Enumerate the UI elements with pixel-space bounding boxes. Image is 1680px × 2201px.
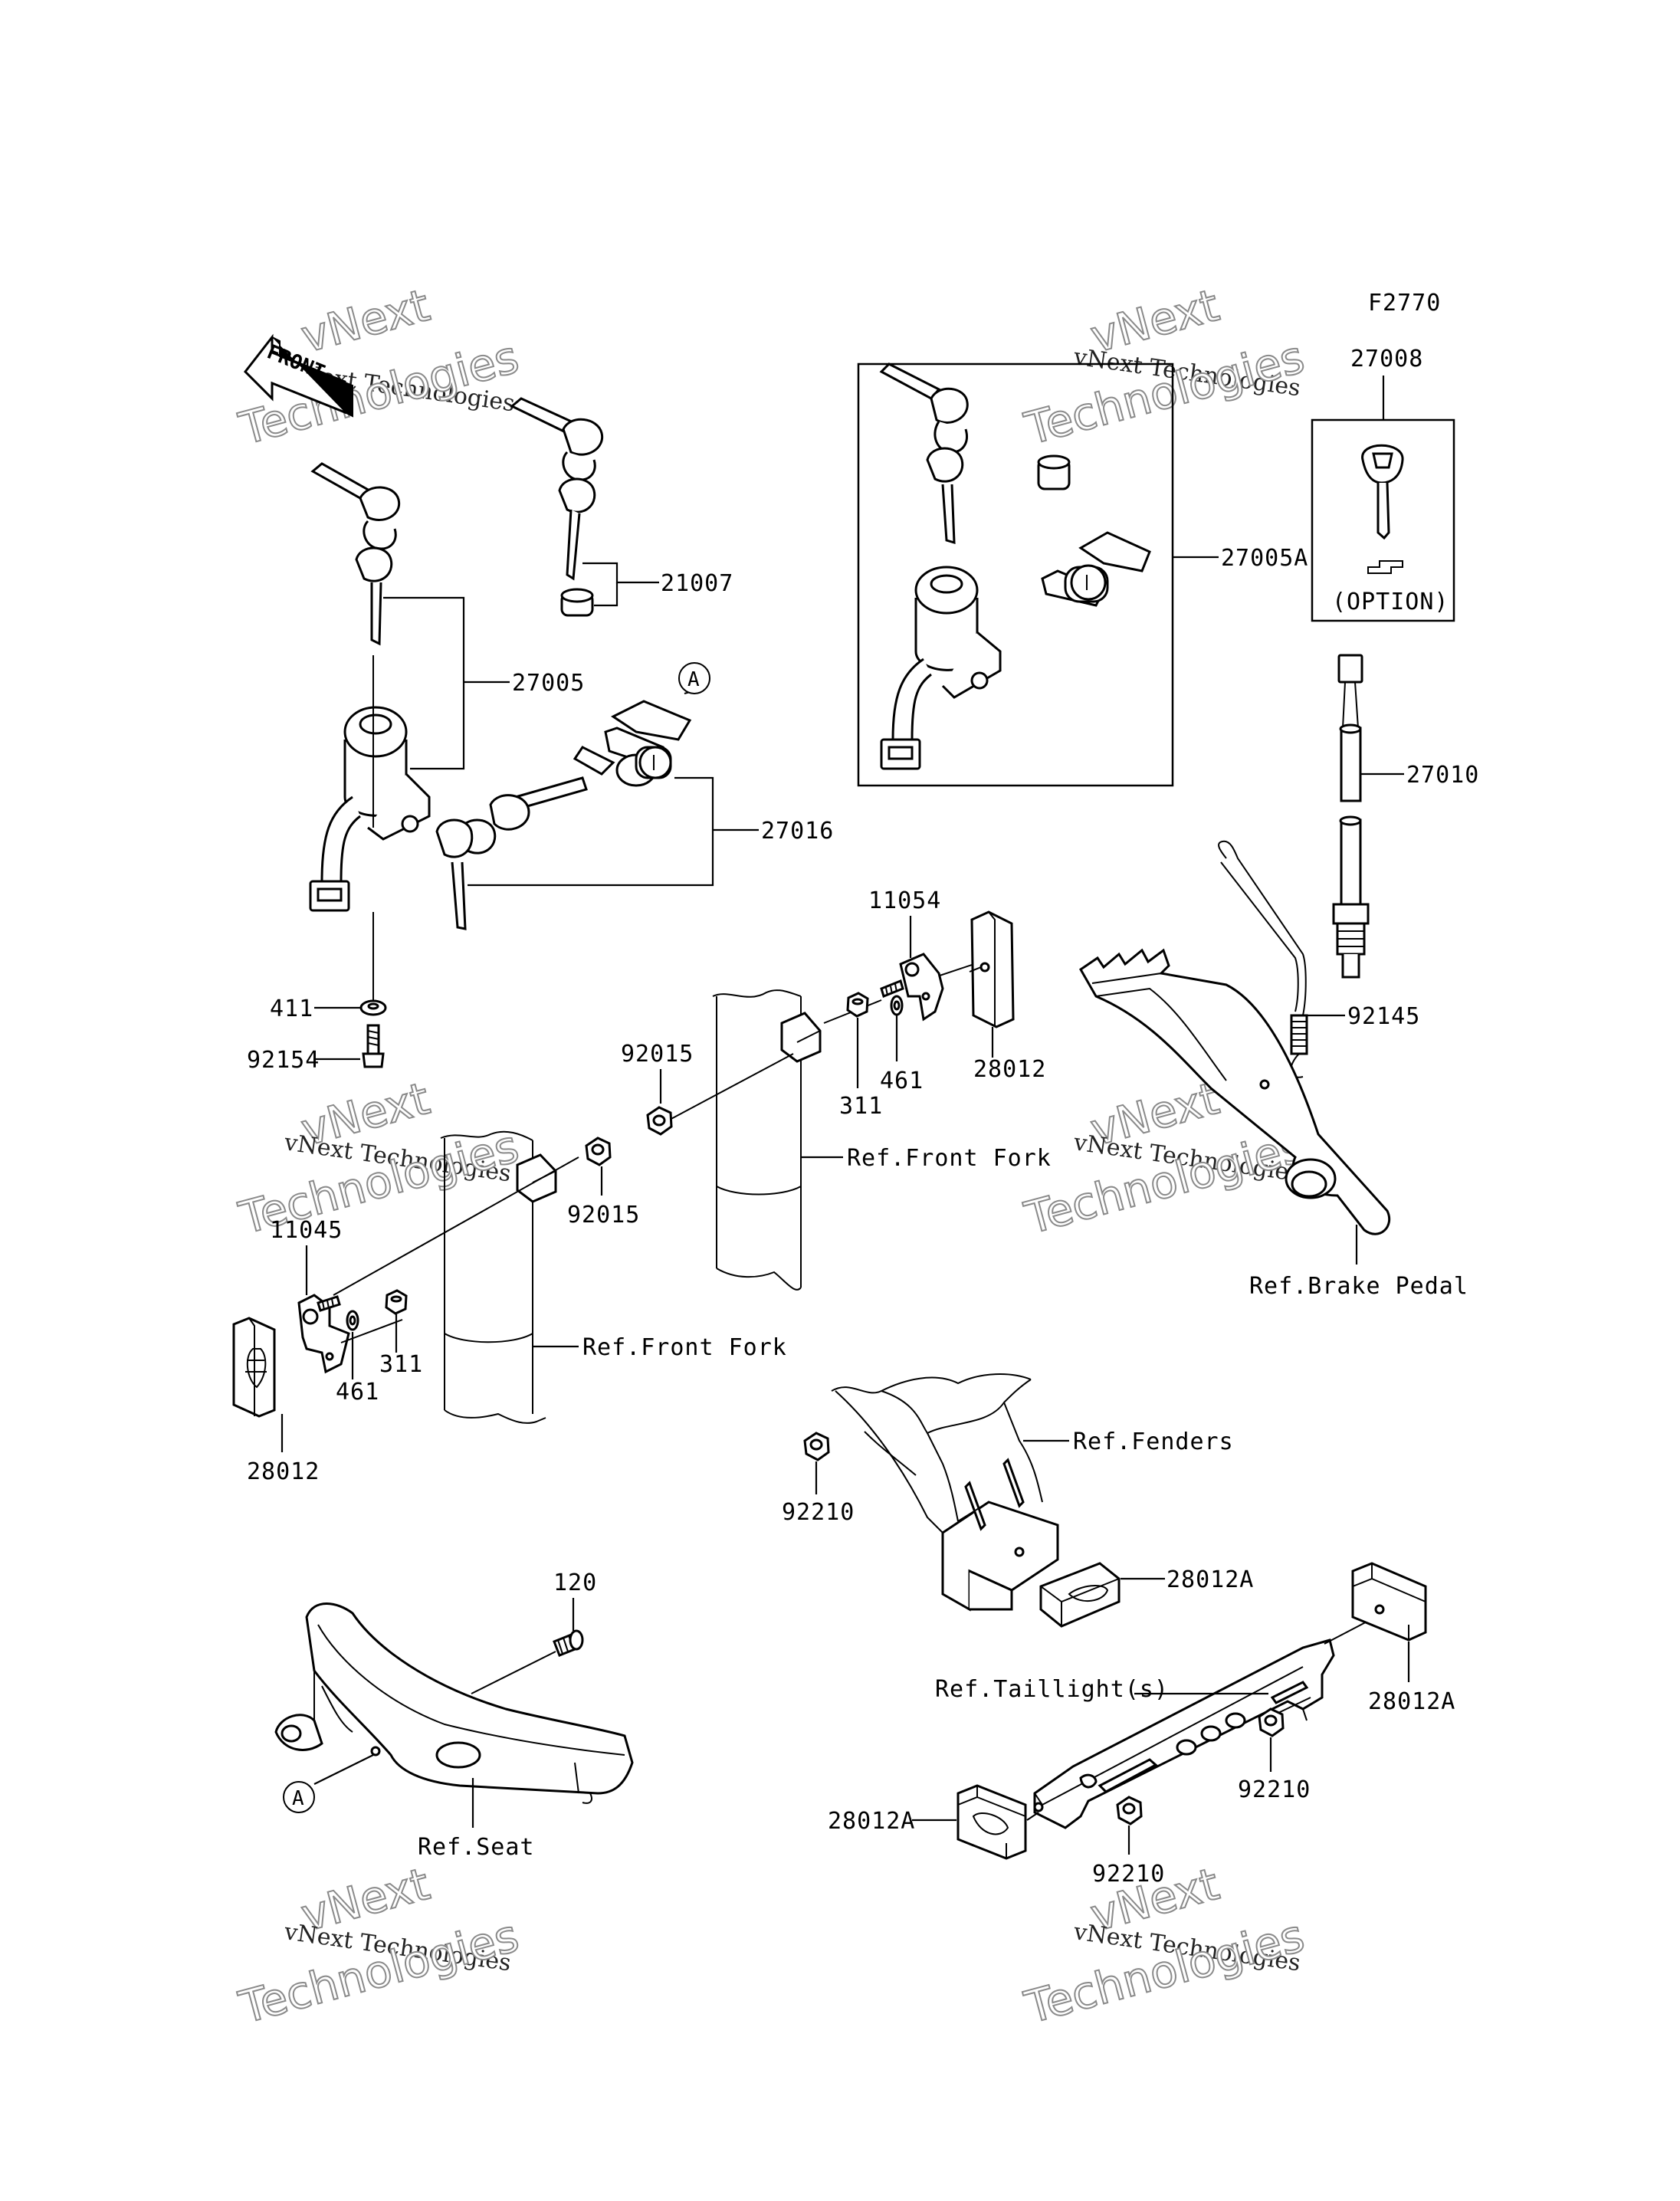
reflector-28012A-bottom-icon xyxy=(956,1784,1027,1860)
option-symbol-icon xyxy=(1367,560,1403,574)
option-label: (OPTION) xyxy=(1332,589,1449,615)
washer-461-left-icon xyxy=(346,1310,359,1331)
kit-27005A-keys-icon xyxy=(879,362,969,545)
brake-pedal-icon xyxy=(1079,948,1391,1235)
label-27010: 27010 xyxy=(1406,762,1479,789)
label-92210-right: 92210 xyxy=(1238,1776,1311,1803)
label-92015-left: 92015 xyxy=(567,1202,640,1228)
kit-27005A-switch-icon xyxy=(880,566,1002,770)
bracket-11054-icon xyxy=(880,953,944,1022)
label-411: 411 xyxy=(270,996,313,1022)
callout-a-top: A xyxy=(678,662,710,694)
callout-a-top-letter: A xyxy=(687,668,700,691)
leader-21007-b xyxy=(594,582,619,607)
nut-311-top-icon xyxy=(846,992,869,1018)
label-92210-bottom: 92210 xyxy=(1092,1861,1165,1888)
axis-line-tail-b xyxy=(1278,1697,1311,1714)
ref-seat: Ref.Seat xyxy=(418,1834,535,1861)
label-92015-top: 92015 xyxy=(621,1041,694,1068)
key-27008-icon xyxy=(1361,444,1404,540)
leader-callout-a-bottom xyxy=(313,1754,374,1785)
seat-lock-27016-icon xyxy=(573,700,692,787)
label-28012A-mid: 28012A xyxy=(1166,1566,1254,1593)
reflector-28012A-mid-icon xyxy=(1039,1562,1121,1628)
ref-front-fork-left: Ref.Front Fork xyxy=(582,1334,787,1361)
reflector-28012-top-icon xyxy=(969,910,1015,1028)
ref-front-fork-top: Ref.Front Fork xyxy=(847,1145,1052,1172)
axis-line-top-a xyxy=(666,1053,794,1122)
figure-code: F2770 xyxy=(1368,290,1441,317)
option-box-27008 xyxy=(1311,418,1455,622)
label-28012-left: 28012 xyxy=(247,1458,320,1485)
washer-461-top-icon xyxy=(890,995,904,1016)
bolt-120-icon xyxy=(553,1629,584,1657)
label-27005: 27005 xyxy=(512,670,585,697)
kit-27005A-seat-lock-icon xyxy=(1041,531,1151,607)
watermark-top-right: vNext vNext Technologies Technologies xyxy=(1019,278,1310,456)
axis-line-left-b xyxy=(340,1319,403,1343)
bracket-11045-icon xyxy=(297,1294,350,1374)
label-120: 120 xyxy=(553,1570,597,1596)
ref-fenders: Ref.Fenders xyxy=(1073,1429,1234,1455)
leader-27016-bracket xyxy=(468,776,714,887)
nut-92015-left-icon xyxy=(585,1137,612,1166)
watermark-line1: vNext xyxy=(296,279,435,363)
ignition-switch-27005-icon xyxy=(309,706,431,912)
seat-lock-key-27016-icon xyxy=(435,776,588,930)
nut-92210-mid-icon xyxy=(803,1432,830,1461)
reflector-28012-left-icon xyxy=(232,1317,276,1418)
harness-27010-icon xyxy=(1332,654,1370,979)
label-21007: 21007 xyxy=(661,570,733,597)
nut-92210-right-icon xyxy=(1258,1707,1285,1737)
fender-bracket-icon xyxy=(831,1373,1059,1612)
front-fork-top-icon xyxy=(712,989,822,1291)
label-311-left: 311 xyxy=(379,1351,423,1378)
callout-a-bottom: A xyxy=(283,1781,315,1813)
leader-21007 xyxy=(582,562,659,584)
taillight-bracket-icon xyxy=(1033,1638,1335,1829)
label-28012A-bottom: 28012A xyxy=(828,1808,915,1835)
key-set-21007-icon xyxy=(510,397,604,617)
label-27008: 27008 xyxy=(1350,346,1423,372)
axis-line-left-a xyxy=(333,1156,579,1296)
bolt-92154-icon xyxy=(362,1024,385,1068)
kit-27005A-box xyxy=(857,362,1174,787)
label-311-top: 311 xyxy=(839,1093,883,1120)
spring-92145-icon xyxy=(1218,840,1308,1078)
axis-line-tail-c xyxy=(1026,1812,1039,1821)
leader-27005-bracket xyxy=(383,596,465,770)
label-461-top: 461 xyxy=(880,1068,924,1094)
callout-a-bottom-letter: A xyxy=(292,1787,304,1810)
ref-taillights: Ref.Taillight(s) xyxy=(935,1676,1169,1703)
reflector-28012A-right-icon xyxy=(1351,1562,1427,1642)
ref-brake-pedal: Ref.Brake Pedal xyxy=(1249,1273,1468,1300)
nut-92210-bottom-icon xyxy=(1116,1796,1143,1825)
axis-line-120 xyxy=(471,1651,556,1694)
seat-hook-icon xyxy=(274,1602,634,1804)
kit-27005A-cap-icon xyxy=(1037,454,1071,490)
watermark-bottom-left: vNext vNext Technologies Technologies xyxy=(233,1857,524,2035)
label-27005A: 27005A xyxy=(1221,545,1308,572)
ignition-key-27005-icon xyxy=(310,462,401,646)
label-92210-mid: 92210 xyxy=(782,1499,855,1526)
label-461-left: 461 xyxy=(336,1379,379,1406)
nut-92015-top-icon xyxy=(646,1106,673,1136)
label-92145: 92145 xyxy=(1347,1003,1420,1030)
nut-311-left-icon xyxy=(385,1289,408,1315)
label-28012-top: 28012 xyxy=(973,1056,1046,1083)
label-11054: 11054 xyxy=(868,887,941,914)
label-28012A-right: 28012A xyxy=(1368,1688,1455,1715)
label-27016: 27016 xyxy=(761,818,834,845)
label-92154: 92154 xyxy=(247,1047,320,1074)
label-11045: 11045 xyxy=(270,1217,343,1244)
washer-411-icon xyxy=(359,999,387,1016)
